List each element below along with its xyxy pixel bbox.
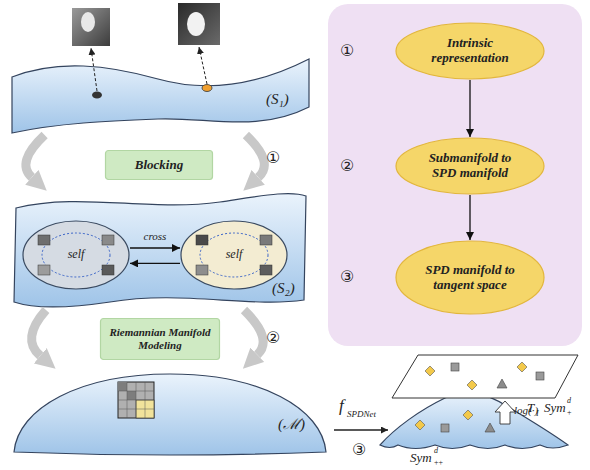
text-holder: (S₁) xyxy=(266,91,289,108)
node-text: Submanifold to SPD manifold xyxy=(418,151,522,181)
image-highlight xyxy=(81,12,95,32)
text-holder: Submanifold to SPD manifold xyxy=(395,137,545,195)
node-text: (ℳ) xyxy=(278,416,305,433)
sample-diamond xyxy=(463,410,473,420)
step-ellipse: Intrinsic representation xyxy=(395,22,545,80)
sample-diamond xyxy=(517,362,527,372)
connector-arrow xyxy=(469,80,470,137)
node-outline xyxy=(396,23,544,79)
node-text: (S₁) xyxy=(266,91,289,108)
node-text: Riemannian Manifold Modeling xyxy=(100,326,220,351)
function-subscript: SPDNet xyxy=(347,410,376,419)
sample-diamond xyxy=(415,420,425,430)
flow-arrow xyxy=(26,135,45,177)
space-superscript: d xyxy=(567,397,571,405)
manifold-subscript: ++ xyxy=(434,459,443,467)
sample-square xyxy=(451,363,459,371)
node-outline xyxy=(181,221,287,289)
callout-number: ② xyxy=(340,158,354,174)
group-ellipse: self xyxy=(22,220,130,290)
callout-number: ① xyxy=(340,43,354,59)
spd-manifold xyxy=(380,392,568,449)
manifold-superscript: d xyxy=(434,447,438,455)
node-outline xyxy=(12,59,309,133)
node-text: (S₂) xyxy=(272,280,295,297)
node-outline xyxy=(23,221,129,289)
space-subscript: + xyxy=(567,409,572,417)
text-holder: Riemannian Manifold Modeling xyxy=(100,318,220,360)
manifold-region: (S₂) self self xyxy=(10,190,310,310)
node-text: self xyxy=(224,248,245,262)
pipeline-panel xyxy=(328,4,582,346)
sample-triangle xyxy=(497,379,507,388)
node-text: Blocking xyxy=(133,158,185,173)
text-holder: self xyxy=(180,220,288,290)
manifold-region: (ℳ) xyxy=(10,368,330,456)
manifold-region: (S₁) xyxy=(8,55,313,135)
callout-number: ② xyxy=(266,330,280,346)
flow-arrow xyxy=(32,310,46,356)
sample-diamond xyxy=(467,380,477,390)
node-outline xyxy=(396,138,544,194)
node-text: Intrinsic representation xyxy=(418,36,522,66)
text-holder: (S₂) xyxy=(272,280,295,297)
flow-arrow xyxy=(246,135,264,177)
node-outline xyxy=(14,374,326,455)
process-box: Blocking xyxy=(105,150,213,180)
log-map-arrow xyxy=(495,401,515,424)
manifold-symbol: Sym xyxy=(410,451,432,464)
step-ellipse: SPD manifold to tangent space xyxy=(395,240,545,315)
node-text: self xyxy=(66,248,87,262)
step-ellipse: Submanifold to SPD manifold xyxy=(395,137,545,195)
sample-square xyxy=(536,372,544,380)
callout-number: ③ xyxy=(352,442,366,458)
sample-square xyxy=(441,424,449,432)
text-holder: Blocking xyxy=(105,150,213,180)
image-thumbnail xyxy=(178,3,220,45)
text-holder: (ℳ) xyxy=(278,416,305,433)
flow-arrow xyxy=(244,310,263,355)
image-thumbnail xyxy=(72,8,110,46)
function-symbol: f xyxy=(339,397,344,414)
map-label: log(·) xyxy=(514,405,538,416)
sample-triangle xyxy=(485,423,495,432)
mapping-arrow xyxy=(334,429,388,430)
group-ellipse: self xyxy=(180,220,288,290)
space-symbol: Sym xyxy=(544,401,566,414)
text-holder: self xyxy=(22,220,130,290)
callout-number: ③ xyxy=(340,269,354,285)
node-outline xyxy=(101,319,220,360)
node-outline xyxy=(396,241,544,314)
text-holder: SPD manifold to tangent space xyxy=(395,240,545,315)
connector-arrow xyxy=(469,195,470,240)
node-outline xyxy=(106,151,213,180)
callout-number: ① xyxy=(266,150,280,166)
tangent-plane xyxy=(392,355,578,398)
image-highlight xyxy=(187,12,205,36)
text-holder: Intrinsic representation xyxy=(395,22,545,80)
node-text: SPD manifold to tangent space xyxy=(420,263,520,293)
sample-diamond xyxy=(425,366,435,376)
edge-label: cross xyxy=(144,231,167,242)
dashed-leader xyxy=(199,47,207,84)
node-outline xyxy=(14,194,306,307)
process-box: Riemannian Manifold Modeling xyxy=(100,318,220,360)
node-shape xyxy=(10,368,330,456)
